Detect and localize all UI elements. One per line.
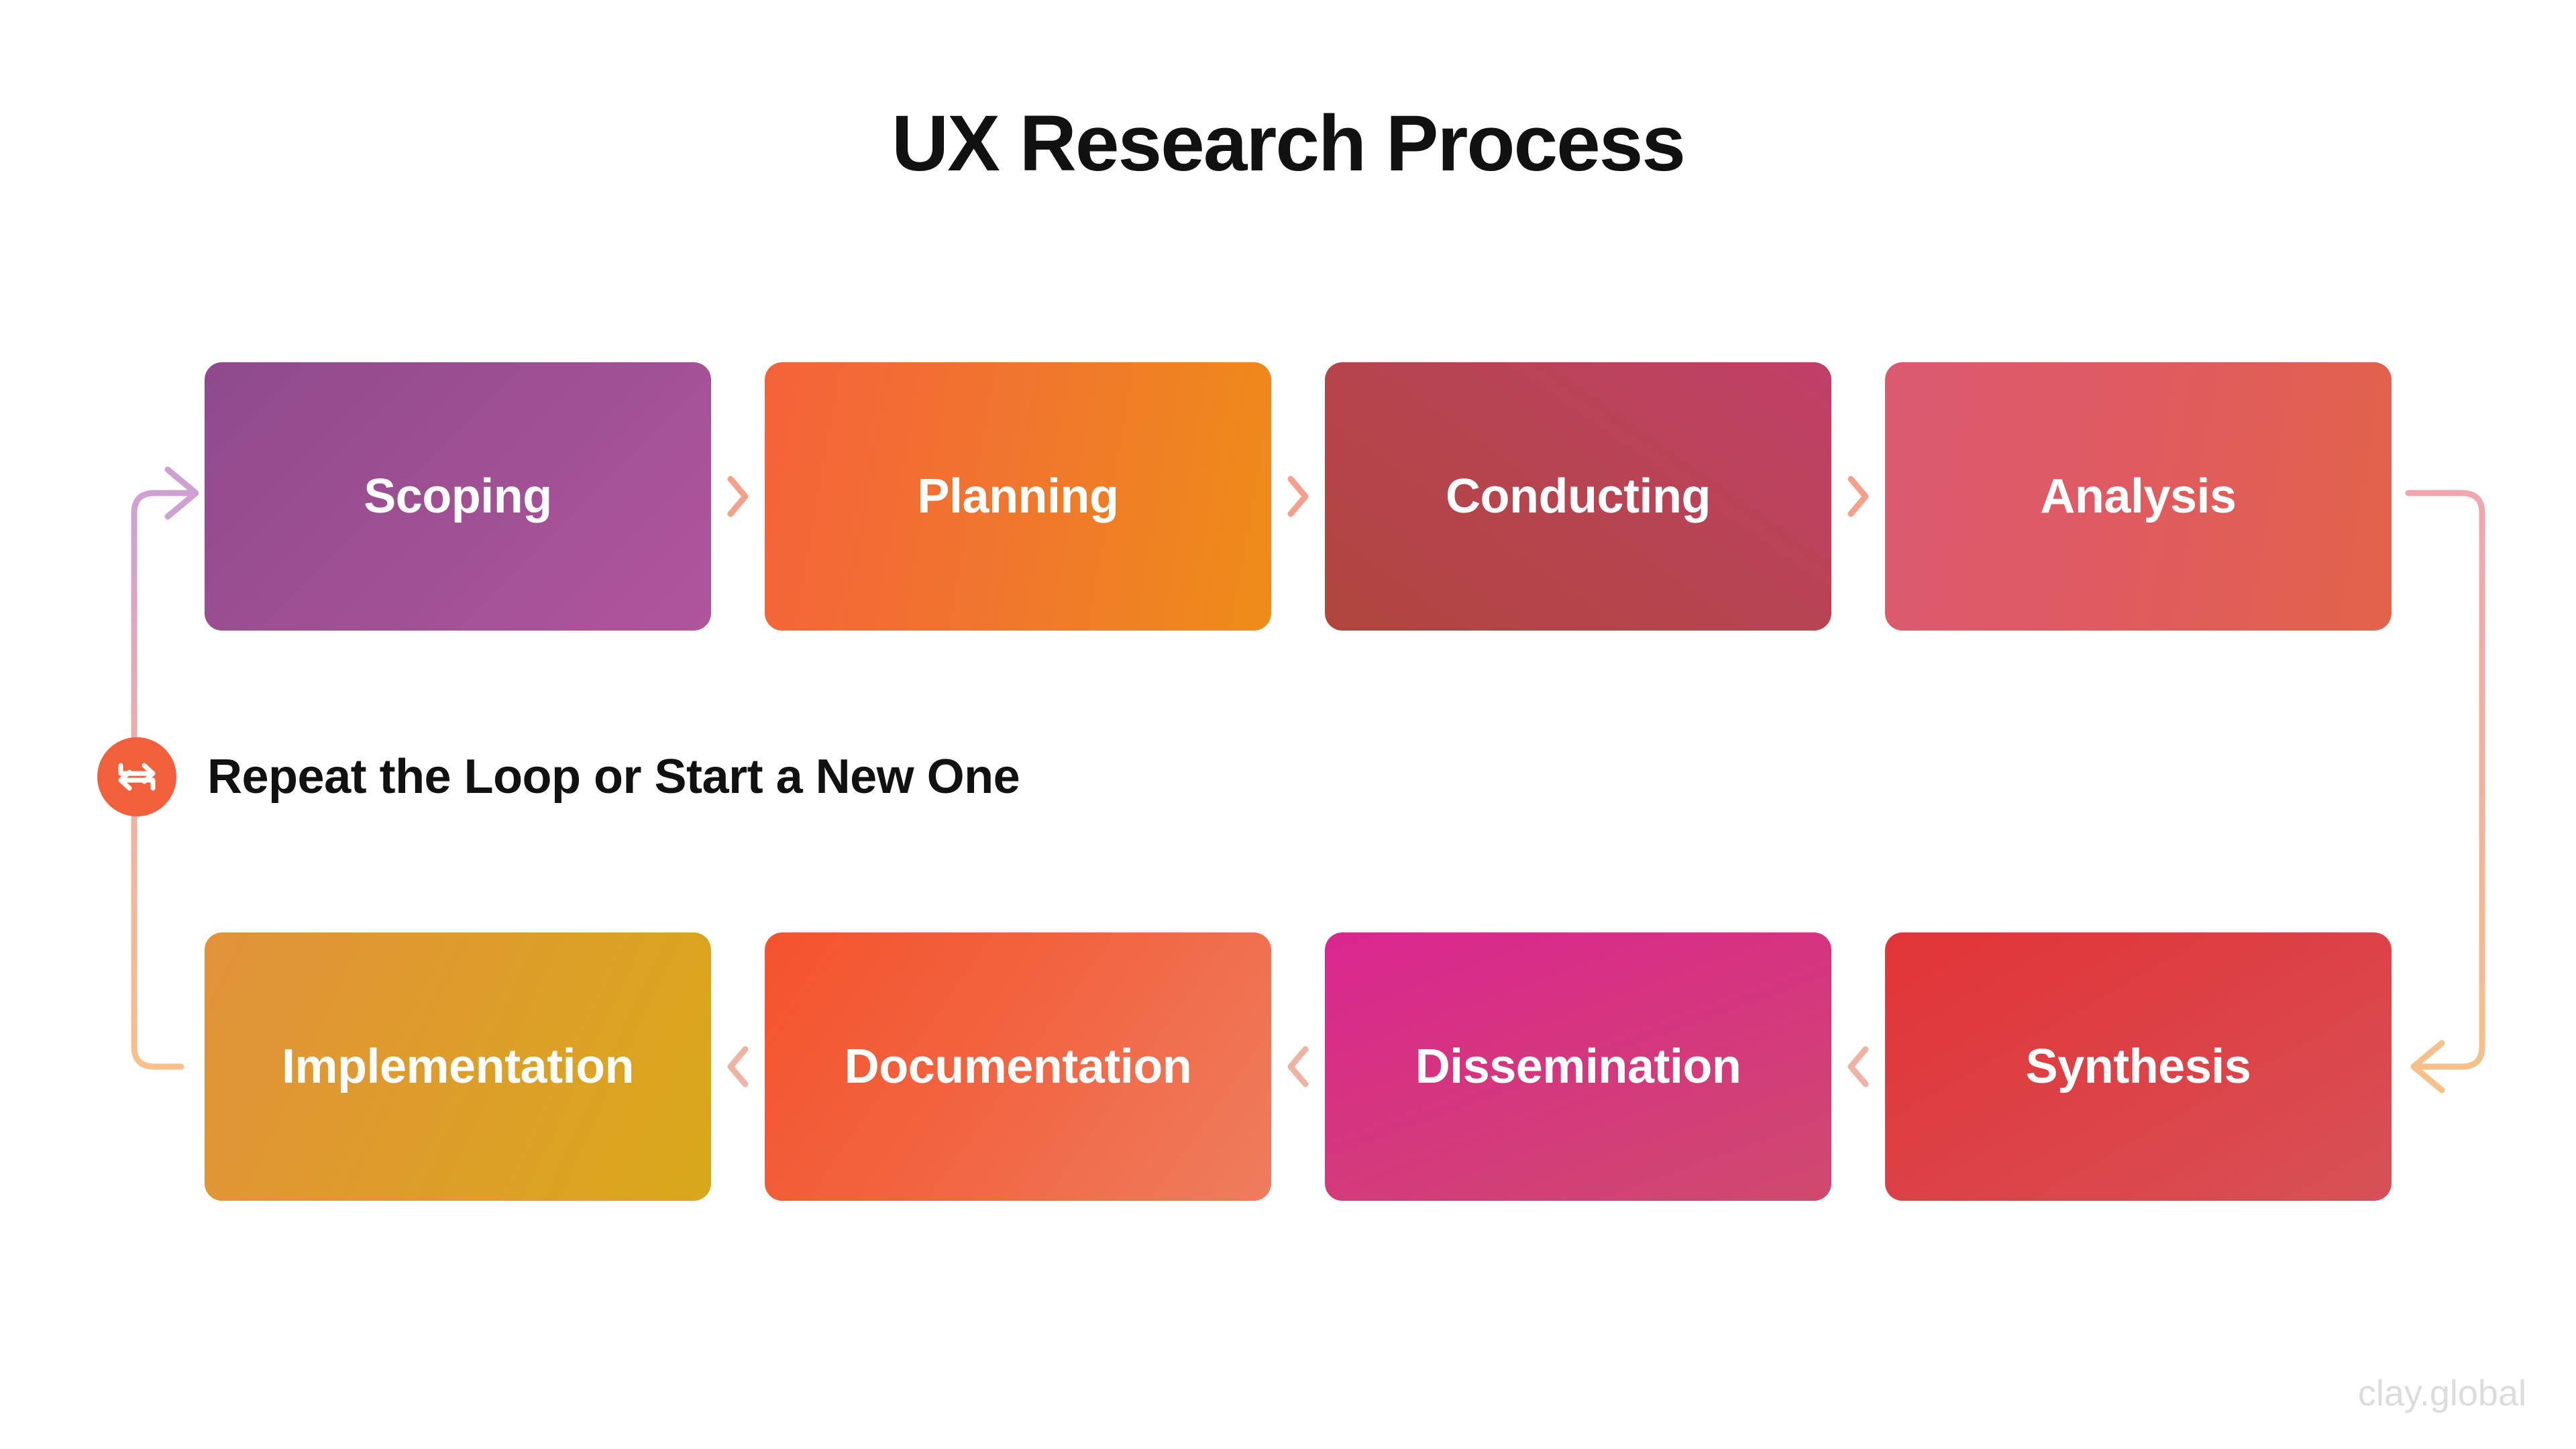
process-row-bottom: Implementation Documentation Disseminati…: [205, 932, 2392, 1201]
connector-top-2: [1271, 362, 1325, 631]
repeat-loop-group: Repeat the Loop or Start a New One: [97, 737, 1020, 817]
process-node-label: Dissemination: [1415, 1040, 1741, 1093]
process-node-label: Documentation: [844, 1040, 1192, 1093]
arrow-right-icon: [164, 466, 199, 520]
chevron-left-icon: [1847, 1046, 1869, 1087]
watermark: clay.global: [2357, 1373, 2526, 1413]
chevron-right-icon: [1287, 476, 1309, 517]
chevron-right-icon: [1847, 476, 1869, 517]
process-node-label: Analysis: [2040, 470, 2237, 523]
process-node-planning[interactable]: Planning: [765, 362, 1271, 631]
process-node-label: Conducting: [1446, 470, 1711, 523]
process-node-analysis[interactable]: Analysis: [1885, 362, 2392, 631]
chevron-left-icon: [727, 1046, 749, 1087]
process-row-top: Scoping Planning Conducting Analysis: [205, 362, 2392, 631]
process-node-scoping[interactable]: Scoping: [205, 362, 711, 631]
repeat-loop-badge[interactable]: [97, 737, 176, 816]
process-node-dissemination[interactable]: Dissemination: [1325, 932, 1831, 1201]
repeat-loop-icon: [118, 763, 156, 791]
process-node-synthesis[interactable]: Synthesis: [1885, 932, 2392, 1201]
connector-bottom-2: [1271, 932, 1325, 1201]
connector-bottom-1: [711, 932, 765, 1201]
process-node-documentation[interactable]: Documentation: [765, 932, 1271, 1201]
process-node-label: Scoping: [364, 470, 552, 523]
process-node-conducting[interactable]: Conducting: [1325, 362, 1831, 631]
right-loop-connector: [2405, 490, 2485, 1093]
chevron-left-icon: [1287, 1046, 1309, 1087]
page-title: UX Research Process: [891, 99, 1686, 188]
connector-top-1: [711, 362, 765, 631]
connector-top-3: [1831, 362, 1885, 631]
repeat-loop-label: Repeat the Loop or Start a New One: [207, 750, 1020, 804]
arrow-left-icon: [2410, 1040, 2445, 1093]
connector-bottom-3: [1831, 932, 1885, 1201]
process-node-label: Implementation: [281, 1040, 635, 1093]
process-node-label: Planning: [917, 470, 1120, 523]
process-node-label: Synthesis: [2025, 1040, 2251, 1093]
chevron-right-icon: [727, 476, 749, 517]
process-node-implementation[interactable]: Implementation: [205, 932, 711, 1201]
